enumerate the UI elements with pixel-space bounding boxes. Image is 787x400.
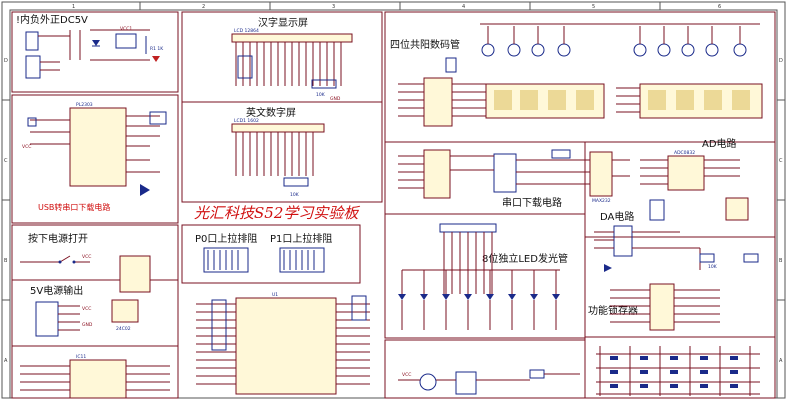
- board-title: 光汇科技S52学习实验板: [194, 204, 360, 222]
- lcd12864-circuit: LCD 12864 10K GND: [231, 28, 353, 102]
- svg-text:VCC: VCC: [22, 144, 31, 150]
- mcu-circuit: U1: [196, 292, 370, 395]
- ad-title: AD电路: [702, 137, 737, 150]
- section-dividers: [11, 11, 776, 399]
- row-label-c-right: C: [779, 158, 783, 164]
- seg4-title: 四位共阳数码管: [390, 38, 460, 51]
- col-label-1: 1: [72, 4, 75, 10]
- da-title: DA电路: [600, 210, 634, 223]
- led8-circuit: [398, 223, 560, 330]
- column-ruler: 1 2 3 4 5 6: [10, 2, 777, 11]
- row-label-d-right: D: [779, 58, 783, 64]
- col-label-6: 6: [718, 4, 721, 10]
- v5-out-title: 5V电源输出: [30, 284, 83, 297]
- col-label-2: 2: [202, 4, 205, 10]
- row-label-b: B: [4, 258, 8, 264]
- lcd-en-title: 英文数字屏: [246, 106, 296, 119]
- svg-text:GND: GND: [82, 322, 93, 328]
- svg-text:VCC1: VCC1: [120, 26, 132, 32]
- row-label-c: C: [4, 158, 8, 164]
- svg-text:R1 1K: R1 1K: [150, 46, 164, 52]
- power-switch-title: 按下电源打开: [28, 232, 88, 245]
- svg-text:10K: 10K: [708, 264, 718, 270]
- usb-circuit: PL2303 VCC: [22, 102, 167, 196]
- seg4-circuit: [398, 23, 763, 127]
- lcd1602-circuit: LCD1 1602 10K: [231, 118, 325, 198]
- p0-pull-title: P0口上拉排阻: [195, 232, 257, 245]
- svg-text:U1: U1: [272, 292, 278, 298]
- svg-text:10K: 10K: [316, 92, 326, 98]
- serial-title: 串口下载电路: [502, 196, 562, 209]
- row-label-a: A: [4, 358, 8, 364]
- row-label-d: D: [4, 58, 8, 64]
- svg-text:VCC: VCC: [82, 306, 91, 312]
- col-label-4: 4: [462, 4, 465, 10]
- p1-pull-title: P1口上拉排阻: [270, 232, 332, 245]
- svg-text:IC11: IC11: [76, 354, 86, 360]
- pullup-circuit: [203, 247, 325, 273]
- latch-circuit: [610, 283, 720, 331]
- col-label-3: 3: [332, 4, 335, 10]
- v5-out-circuit: VCC GND 24C02: [35, 299, 139, 337]
- pl2303-label: PL2303: [76, 102, 93, 108]
- col-label-5: 5: [592, 4, 595, 10]
- ad-circuit: ADC0832: [640, 150, 749, 221]
- svg-text:24C02: 24C02: [116, 326, 131, 332]
- svg-text:VCC: VCC: [402, 372, 411, 378]
- row-label-a-right: A: [779, 358, 783, 364]
- row-label-b-right: B: [779, 258, 783, 264]
- lcd1602-label: LCD1 1602: [234, 118, 259, 124]
- max232-label: MAX232: [592, 198, 611, 204]
- adc-label: ADC0832: [674, 150, 695, 156]
- uln-circuit: IC11: [20, 354, 170, 399]
- usb-download-title: USB转串口下载电路: [38, 202, 110, 212]
- svg-text:GND: GND: [330, 96, 341, 102]
- key-matrix: [596, 346, 760, 396]
- power-switch-circuit: VCC: [20, 254, 151, 293]
- power-input-title: !内负外正DC5V: [16, 13, 88, 26]
- lcd-hz-title: 汉字显示屏: [258, 16, 308, 29]
- lcd12864-label: LCD 12864: [234, 28, 259, 34]
- power-input-circuit: VCC1 R1 1K: [25, 26, 164, 79]
- serial-circuit: MAX232: [398, 149, 630, 204]
- led8-title: 8位独立LED发光管: [482, 252, 568, 265]
- row-ruler: D C B A D C B A: [2, 58, 785, 364]
- bottom-mid-parts: VCC: [398, 369, 580, 395]
- svg-text:10K: 10K: [290, 192, 300, 198]
- svg-text:VCC: VCC: [82, 254, 91, 260]
- da-circuit: 10K: [594, 225, 759, 272]
